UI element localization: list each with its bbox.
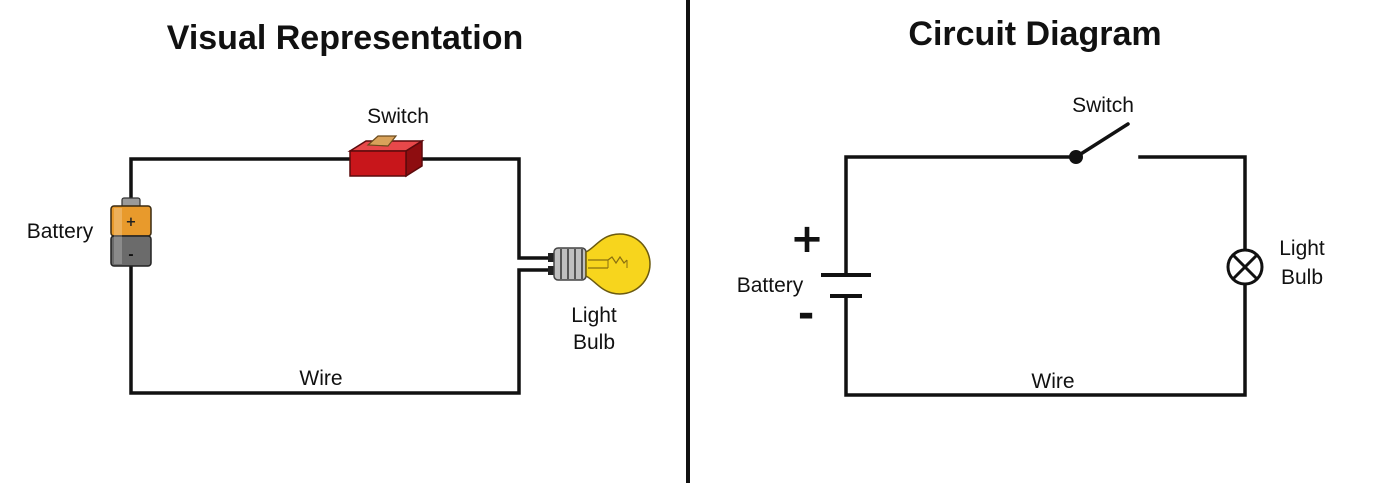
right-wire-label: Wire — [1031, 370, 1074, 393]
left-bulb-label-line2: Bulb — [573, 331, 615, 354]
circuit-diagram-panel: Circuit Diagram Switch + - Battery Light… — [737, 15, 1325, 397]
light-bulb-component — [548, 233, 651, 295]
right-switch-label: Switch — [1072, 94, 1134, 117]
visual-representation-panel: Visual Representation Switch + - Battery — [27, 19, 651, 395]
battery-minus-mark: - — [128, 248, 133, 263]
switch-symbol — [1069, 122, 1130, 164]
left-wire-loop — [129, 157, 555, 395]
right-wire-loop — [844, 155, 1247, 397]
left-switch-label: Switch — [367, 105, 429, 128]
left-wire-label: Wire — [299, 367, 342, 390]
switch-component — [347, 135, 425, 178]
battery-minus-sign: - — [798, 291, 815, 337]
left-panel-title: Visual Representation — [167, 19, 524, 57]
battery-component: + - — [110, 197, 152, 267]
left-bulb-label-line1: Light — [571, 304, 617, 327]
left-battery-label: Battery — [27, 220, 94, 243]
battery-symbol — [821, 273, 871, 298]
right-bulb-label-line2: Bulb — [1281, 266, 1323, 289]
right-battery-label: Battery — [737, 274, 804, 297]
right-bulb-label-line1: Light — [1279, 237, 1325, 260]
battery-plus-mark: + — [126, 215, 137, 230]
lamp-symbol — [1226, 248, 1264, 286]
battery-plus-sign: + — [790, 216, 824, 262]
right-panel-title: Circuit Diagram — [908, 15, 1161, 53]
